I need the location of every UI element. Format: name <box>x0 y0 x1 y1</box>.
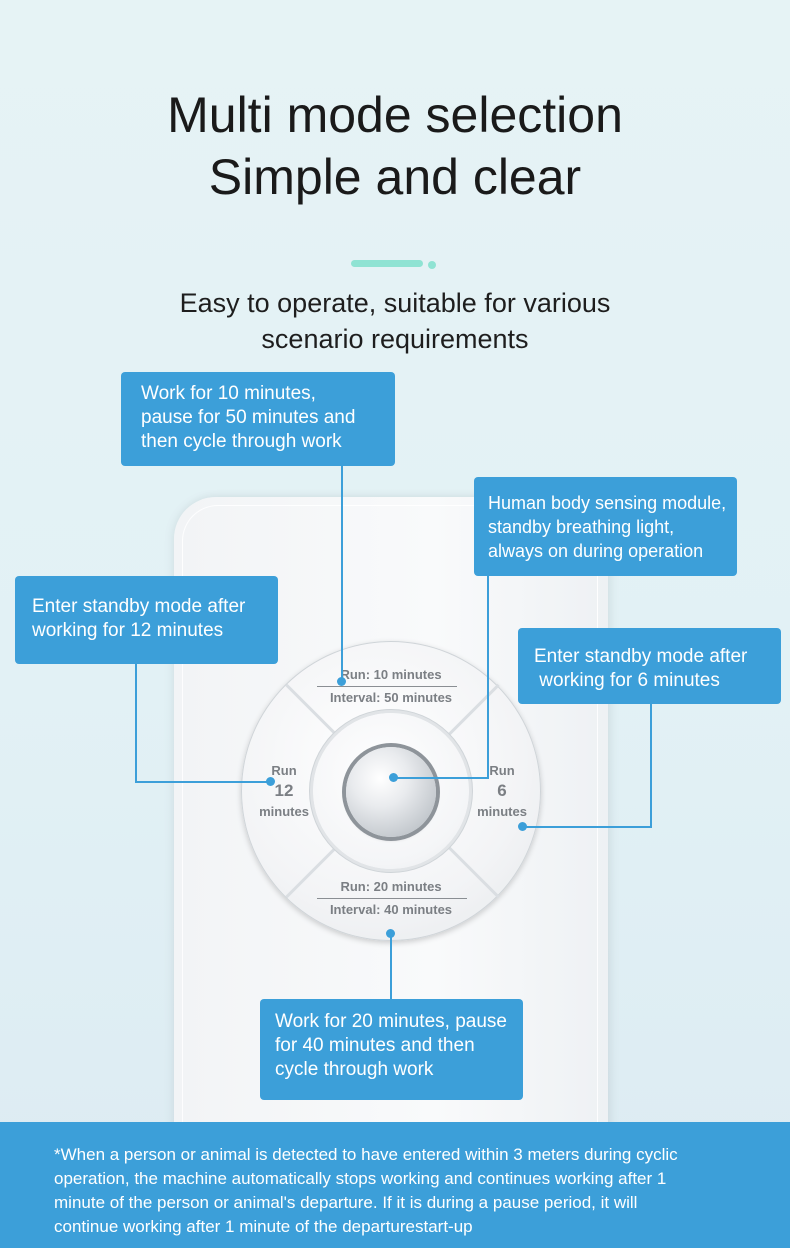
device-panel-bevel <box>182 505 598 1197</box>
dial-top-interval-label[interactable]: Interval: 50 minutes <box>329 690 453 705</box>
accent-divider-dot <box>428 261 436 269</box>
leader-left-vertical <box>135 662 137 782</box>
callout-bottom-line: cycle through work <box>275 1059 434 1080</box>
dial-top-rule <box>317 686 457 687</box>
callout-right-line: working for 6 minutes <box>534 670 720 691</box>
callout-top-line: Work for 10 minutes, <box>141 383 316 404</box>
footer-note-line: minute of the person or animal's departu… <box>54 1193 638 1212</box>
dial-top-run-label[interactable]: Run: 10 minutes <box>340 667 442 682</box>
callout-bottom-line: Work for 20 minutes, pause <box>275 1011 507 1032</box>
dial-left-number[interactable]: 12 <box>274 781 294 800</box>
subtitle-line-1: Easy to operate, suitable for various <box>179 288 611 318</box>
callout-sensor-line: Human body sensing module, <box>488 493 727 513</box>
callout-right-mode: Enter standby mode after working for 6 m… <box>518 628 781 704</box>
callout-sensor-line: always on during operation <box>488 541 704 561</box>
footer-note-line: *When a person or animal is detected to … <box>54 1145 678 1164</box>
footer-note-line: continue working after 1 minute of the d… <box>54 1217 473 1236</box>
mode-dial: Run: 10 minutes Interval: 50 minutes Run… <box>241 641 541 941</box>
callout-right-line: Enter standby mode after <box>534 646 748 667</box>
leader-bottom <box>390 934 392 1000</box>
dial-bottom-rule <box>317 898 467 899</box>
callout-sensor-line: standby breathing light, <box>488 517 675 537</box>
leader-right-horizontal <box>523 826 652 828</box>
accent-divider-bar <box>351 260 423 267</box>
callout-bottom-mode: Work for 20 minutes, pause for 40 minute… <box>260 999 523 1100</box>
leader-sensor-horizontal <box>394 777 489 779</box>
dial-right-unit[interactable]: minutes <box>477 804 527 819</box>
leader-sensor-dot <box>389 773 398 782</box>
leader-top-dot <box>337 677 346 686</box>
title-line-1: Multi mode selection <box>167 87 623 143</box>
leader-sensor-vertical <box>487 575 489 778</box>
callout-sensor: Human body sensing module, standby breat… <box>474 477 737 576</box>
leader-top <box>341 466 343 680</box>
callout-top-line: pause for 50 minutes and <box>141 407 356 428</box>
leader-right-vertical <box>650 703 652 828</box>
dial-right-run-label[interactable]: Run <box>489 763 515 778</box>
leader-left-dot <box>266 777 275 786</box>
callout-left-line: Enter standby mode after <box>32 596 246 617</box>
page-subtitle: Easy to operate, suitable for various sc… <box>0 285 790 357</box>
callout-top-line: then cycle through work <box>141 431 342 452</box>
callout-bottom-line: for 40 minutes and then <box>275 1035 475 1056</box>
leader-right-dot <box>518 822 527 831</box>
footer-note: *When a person or animal is detected to … <box>0 1122 790 1248</box>
dial-bottom-run-label[interactable]: Run: 20 minutes <box>340 879 442 894</box>
dial-left-run-label[interactable]: Run <box>271 763 297 778</box>
dial-right-number[interactable]: 6 <box>497 781 507 800</box>
footer-note-line: operation, the machine automatically sto… <box>54 1169 667 1188</box>
subtitle-line-2: scenario requirements <box>261 324 529 354</box>
leader-left-horizontal <box>135 781 271 783</box>
dial-bottom-interval-label[interactable]: Interval: 40 minutes <box>329 902 453 917</box>
motion-sensor-icon <box>346 747 436 837</box>
callout-top-mode: Work for 10 minutes, pause for 50 minute… <box>121 372 395 466</box>
callout-left-line: working for 12 minutes <box>32 620 224 641</box>
title-line-2: Simple and clear <box>208 149 582 205</box>
callout-left-mode: Enter standby mode after working for 12 … <box>15 576 278 664</box>
dial-left-unit[interactable]: minutes <box>259 804 309 819</box>
page-title: Multi mode selection Simple and clear <box>0 84 790 208</box>
leader-bottom-dot <box>386 929 395 938</box>
